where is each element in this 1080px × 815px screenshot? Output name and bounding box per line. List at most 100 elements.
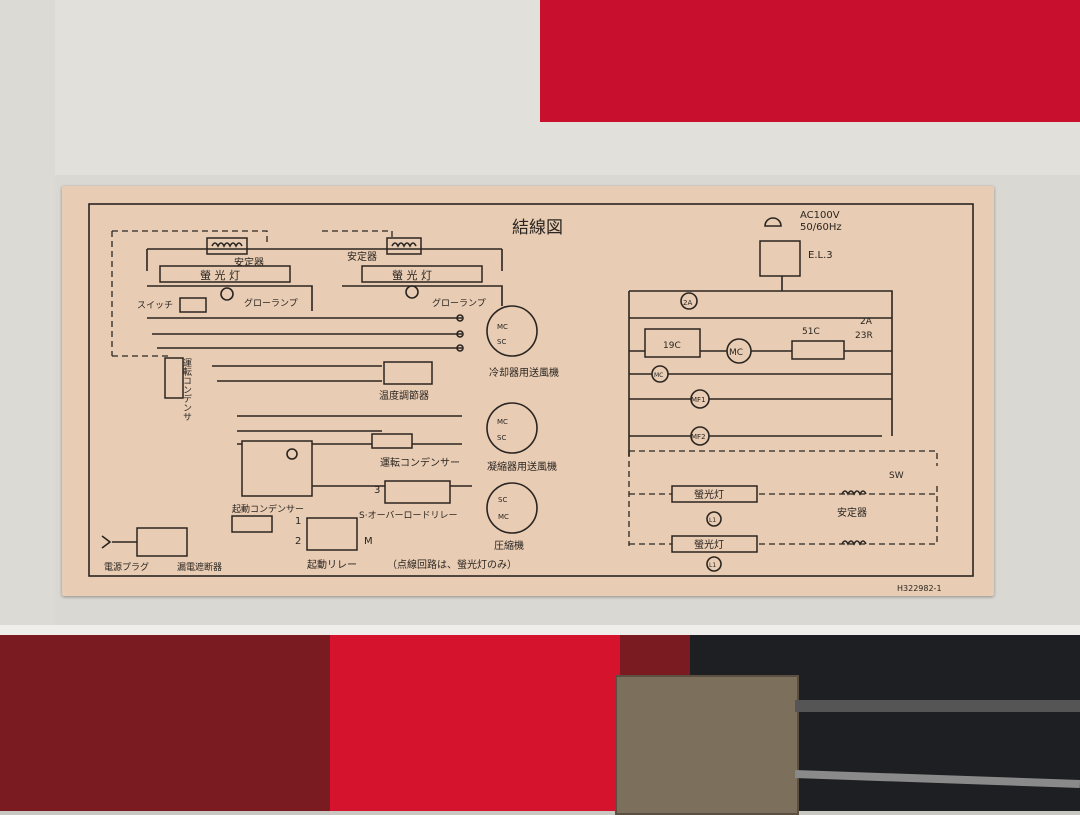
ballast-2-label: 安定器 xyxy=(347,250,377,263)
power-source-icon xyxy=(764,217,782,227)
condenser-fan-sc: SC xyxy=(497,434,506,442)
breaker-label: 漏電遮断器 xyxy=(177,561,222,573)
right-lamp-1-glow-label: L1 xyxy=(709,517,716,524)
red-panel-bottom xyxy=(330,635,620,811)
dashed-lighting-wire xyxy=(111,230,268,357)
cooler-fan-label: 冷却器用送風機 xyxy=(489,366,559,379)
contact-19c xyxy=(644,328,701,358)
start-capacitor xyxy=(231,515,273,533)
condenser-fan-label: 凝縮器用送風機 xyxy=(487,460,557,473)
right-lamp-2-glow-label: L1 xyxy=(709,562,716,569)
thermostat xyxy=(383,361,433,385)
run-capacitor xyxy=(371,433,413,449)
power-voltage: AC100V xyxy=(800,210,840,221)
red-panel-top xyxy=(540,0,1080,122)
compressor-sc: SC xyxy=(498,496,507,504)
compressor-motor-icon xyxy=(486,482,538,534)
terminal-2 xyxy=(456,330,464,338)
ballast-1-coil-icon xyxy=(211,242,243,248)
contact-19c-label: 19C xyxy=(663,341,681,351)
right-lamp-2-glow-icon xyxy=(706,556,722,572)
wiring-diagram: 結線図 安定器 安定器 螢 光 灯 螢 光 灯 グローランプ グローランプ スイ… xyxy=(88,203,974,593)
fluorescent-lamp-2 xyxy=(361,265,483,283)
right-lamp-2-label: 螢光灯 xyxy=(694,538,724,551)
part-number: H322982-1 xyxy=(897,584,942,593)
power-frequency: 50/60Hz xyxy=(800,222,842,233)
contact-51c-label: 51C xyxy=(802,327,820,337)
contact-23r-label: 23R xyxy=(855,331,873,341)
condenser-fan-wire xyxy=(237,415,462,445)
mc-motor-label: MC xyxy=(729,348,743,358)
run-capacitor-vertical-label: 運転コンデンサ xyxy=(181,358,192,421)
wooden-post xyxy=(615,675,799,815)
start-relay-label: 起動リレー xyxy=(307,558,357,571)
thermostat-wire xyxy=(212,365,382,382)
right-lamp-1-label: 螢光灯 xyxy=(694,488,724,501)
metal-rod xyxy=(795,700,1080,712)
cooler-fan-mc: MC xyxy=(497,323,508,331)
lamp-1-label: 螢 光 灯 xyxy=(200,268,240,282)
fan-supply-wires xyxy=(147,317,462,349)
contact-2a-icon xyxy=(680,292,698,310)
contact-2a-right-label: 2A xyxy=(860,317,873,327)
switch-1 xyxy=(179,297,207,313)
run-capacitor-label: 運転コンデンサー xyxy=(380,456,460,469)
el-label: E.L.3 xyxy=(808,250,833,261)
el-connector xyxy=(759,240,801,277)
glow-lamp-2-label: グローランプ xyxy=(432,297,486,309)
cooler-fan-motor-icon xyxy=(486,305,538,357)
glow-lamp-1-label: グローランプ xyxy=(244,297,298,309)
power-plug-label: 電源プラグ xyxy=(104,561,149,573)
right-lamp-1-glow-icon xyxy=(706,511,722,527)
right-ballast-label: 安定器 xyxy=(837,506,867,519)
contact-2a-label: 2A xyxy=(683,299,692,307)
terminal-num-2: 2 xyxy=(295,536,301,547)
terminal-1 xyxy=(456,314,464,322)
compressor-mc: MC xyxy=(498,513,509,521)
mc-coil-label: MC xyxy=(654,372,663,379)
overload-relay-label: S·オーバーロードリレー xyxy=(359,510,457,521)
compressor-label: 圧縮機 xyxy=(494,539,524,552)
diagram-title: 結線図 xyxy=(512,218,563,238)
dashed-lighting-wire-2 xyxy=(322,230,393,241)
glow-lamp-2-icon xyxy=(405,285,419,299)
control-block-indicator-icon xyxy=(286,448,298,460)
terminal-num-3: 3 xyxy=(374,485,380,496)
glow-wire xyxy=(147,285,503,311)
power-plug-icon xyxy=(101,535,112,549)
terminal-num-1: 1 xyxy=(295,516,301,527)
right-ballast-1-coil-icon xyxy=(841,490,867,496)
cooler-fan-sc: SC xyxy=(497,338,506,346)
right-ballast-2-coil-icon xyxy=(841,540,867,546)
dashed-note: （点線回路は、螢光灯のみ） xyxy=(387,558,517,571)
right-lamp-2 xyxy=(671,535,758,553)
right-top-rail xyxy=(629,290,893,436)
start-relay xyxy=(306,517,358,551)
terminal-m: M xyxy=(364,536,373,547)
condenser-fan-mc: MC xyxy=(497,418,508,426)
switch-label: スイッチ xyxy=(137,300,173,311)
control-block xyxy=(241,440,313,497)
right-lamp-1 xyxy=(671,485,758,503)
condenser-fan-motor-icon xyxy=(486,402,538,454)
lighting-dashed-rail xyxy=(629,450,938,466)
lamp-2-label: 螢 光 灯 xyxy=(392,268,432,282)
wiring-diagram-label: 結線図 安定器 安定器 螢 光 灯 螢 光 灯 グローランプ グローランプ スイ… xyxy=(62,186,994,596)
thermostat-label: 温度調節器 xyxy=(379,389,429,402)
ballast-2-coil-icon xyxy=(391,242,417,248)
leakage-breaker xyxy=(136,527,188,557)
lamp-bus-wire xyxy=(146,248,503,271)
fluorescent-lamp-1 xyxy=(159,265,291,283)
switch-sw-label: SW xyxy=(889,471,904,481)
start-capacitor-label: 起動コンデンサー xyxy=(232,503,304,515)
ballast-1 xyxy=(206,237,248,255)
mf2-label: MF2 xyxy=(691,433,706,441)
terminal-3 xyxy=(456,344,464,352)
diagram-border xyxy=(88,203,974,577)
mf1-label: MF1 xyxy=(691,396,706,404)
cabinet-ledge xyxy=(0,625,1080,635)
glow-lamp-1-icon xyxy=(220,287,234,301)
run-capacitor-vertical xyxy=(164,357,184,399)
overload-relay xyxy=(384,480,451,504)
contact-51c xyxy=(791,340,845,360)
